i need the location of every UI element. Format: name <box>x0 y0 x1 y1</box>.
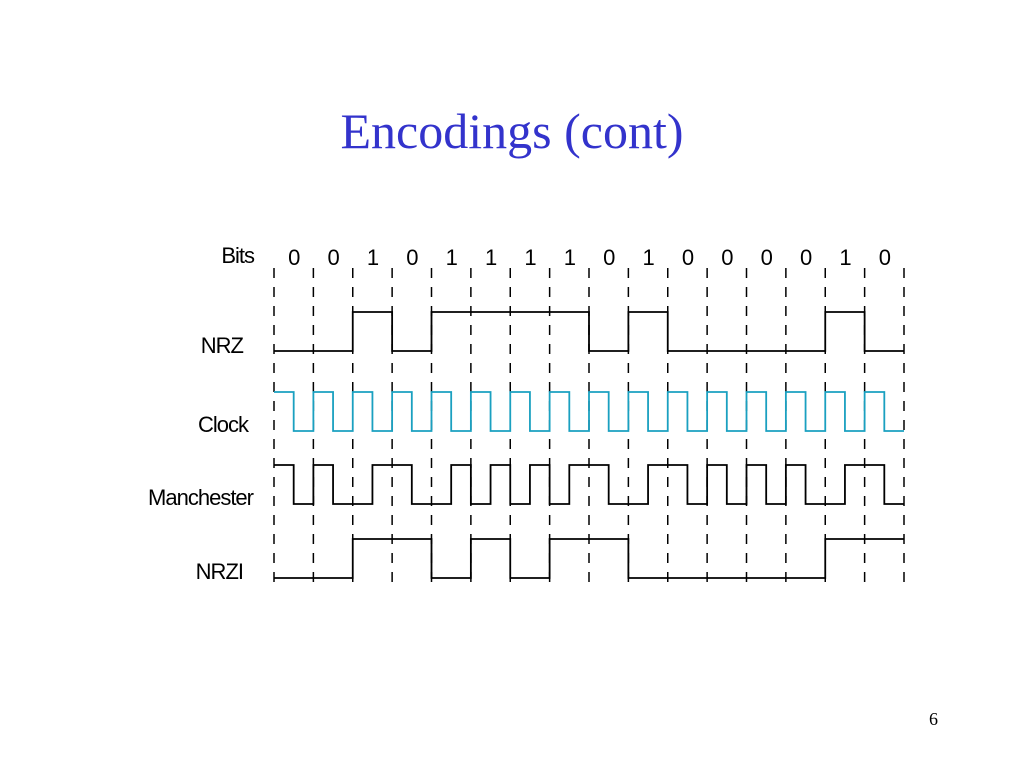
clock-row-label: Clock <box>198 412 250 437</box>
bit-value-3: 0 <box>406 245 418 270</box>
bit-value-5: 1 <box>485 245 497 270</box>
clock-waveform <box>274 391 904 432</box>
bit-value-9: 1 <box>642 245 654 270</box>
bit-value-4: 1 <box>446 245 458 270</box>
bit-value-6: 1 <box>524 245 536 270</box>
slide-number: 6 <box>929 709 938 729</box>
bit-value-2: 1 <box>367 245 379 270</box>
bit-value-7: 1 <box>564 245 576 270</box>
bit-labels: Bits 0 0 1 0 1 1 1 1 0 1 0 0 0 0 1 0 <box>221 243 891 270</box>
bit-value-14: 1 <box>839 245 851 270</box>
bit-value-0: 0 <box>288 245 300 270</box>
manchester-waveform <box>274 464 904 505</box>
bit-value-13: 0 <box>800 245 812 270</box>
nrz-row-label: NRZ <box>201 333 244 358</box>
nrz-waveform <box>274 311 904 352</box>
bit-value-1: 0 <box>327 245 339 270</box>
bit-value-11: 0 <box>721 245 733 270</box>
bit-value-8: 0 <box>603 245 615 270</box>
manchester-row-label: Manchester <box>148 485 254 510</box>
nrzi-waveform <box>274 538 904 579</box>
slide-title: Encodings (cont) <box>340 103 684 159</box>
waveforms <box>274 311 904 579</box>
nrzi-row-label: NRZI <box>196 559 243 584</box>
bit-value-15: 0 <box>879 245 891 270</box>
bits-row-label: Bits <box>221 243 255 268</box>
bit-value-10: 0 <box>682 245 694 270</box>
bit-value-12: 0 <box>761 245 773 270</box>
